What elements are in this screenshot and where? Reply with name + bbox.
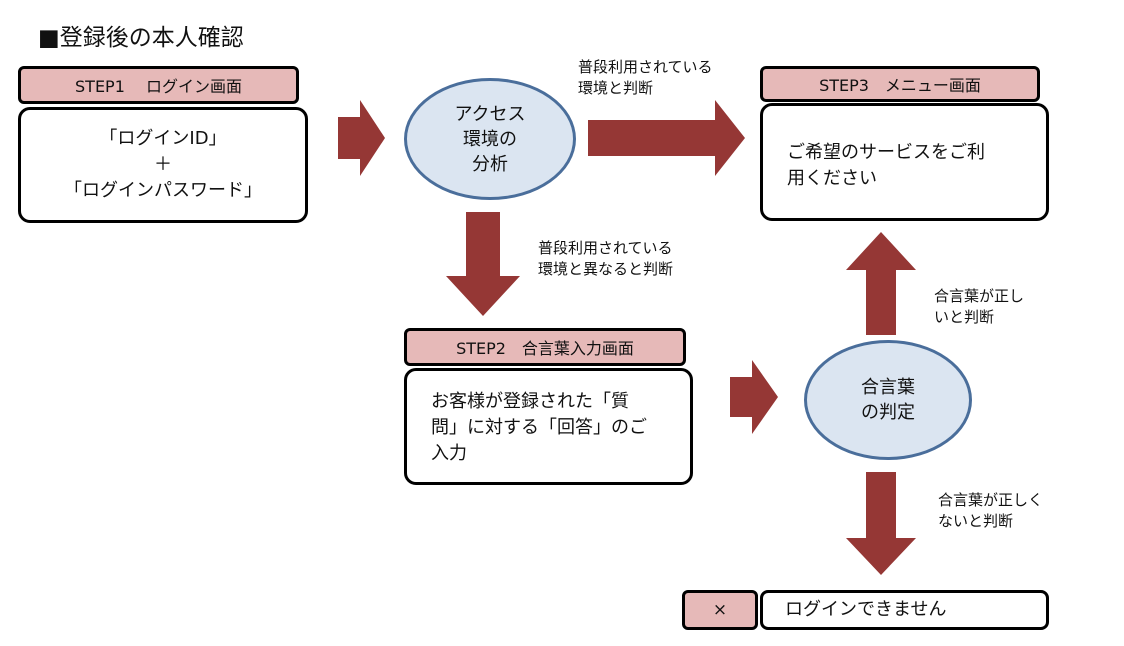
step2-header: STEP2 合言葉入力画面 (404, 328, 686, 366)
note-correct-line-1: 合言葉が正し (934, 287, 1025, 305)
judge-line-1: 合言葉 (861, 377, 915, 398)
step2-line-1: お客様が登録された「質 (431, 391, 629, 412)
step3-header: STEP3 メニュー画面 (760, 66, 1040, 102)
note-incorrect-line-1: 合言葉が正しく (938, 491, 1044, 509)
step1-box: 「ログインID」 ＋ 「ログインパスワード」 (18, 107, 308, 223)
step2-box: お客様が登録された「質 問」に対する「回答」のご 入力 (404, 368, 693, 485)
judge-line-2: の判定 (861, 402, 915, 423)
analysis-line-3: 分析 (472, 153, 508, 175)
note-correct: 合言葉が正し いと判断 (934, 286, 1024, 328)
arrow-step2-to-judge (730, 360, 778, 434)
fail-message-box: ログインできません (760, 590, 1049, 630)
note-incorrect: 合言葉が正しく ないと判断 (938, 490, 1043, 532)
arrow-judge-to-step3 (846, 232, 916, 335)
note-unusual-line-2: 環境と異なると判断 (538, 260, 674, 278)
note-usual-environment: 普段利用されている 環境と判断 (578, 57, 713, 99)
step3-box: ご希望のサービスをご利 用ください (760, 103, 1049, 221)
step1-line-2: ＋ (154, 154, 172, 175)
arrow-analysis-to-step3 (588, 100, 745, 176)
fail-message: ログインできません (785, 599, 947, 620)
page-title: ■登録後の本人確認 (38, 25, 244, 51)
arrow-step1-to-analysis (338, 100, 385, 176)
analysis-ellipse: アクセス 環境の 分析 (404, 78, 576, 200)
fail-mark: × (682, 590, 758, 630)
step3-line-1: ご希望のサービスをご利 (787, 142, 985, 163)
note-usual-line-1: 普段利用されている (578, 58, 713, 76)
step3-line-2: 用ください (787, 168, 877, 189)
note-unusual-environment: 普段利用されている 環境と異なると判断 (538, 238, 673, 280)
note-correct-line-2: いと判断 (934, 308, 995, 326)
note-unusual-line-1: 普段利用されている (538, 239, 673, 257)
step2-line-3: 入力 (431, 443, 467, 464)
analysis-line-1: アクセス (454, 103, 526, 125)
analysis-line-2: 環境の (463, 128, 517, 150)
note-incorrect-line-2: ないと判断 (938, 512, 1014, 530)
judge-ellipse: 合言葉 の判定 (804, 340, 972, 460)
step1-line-3: 「ログインパスワード」 (64, 180, 262, 201)
step1-line-1: 「ログインID」 (99, 128, 227, 149)
arrow-judge-to-fail (846, 472, 916, 575)
note-usual-line-2: 環境と判断 (578, 79, 654, 97)
step2-line-2: 問」に対する「回答」のご (431, 417, 647, 438)
arrow-analysis-to-step2 (446, 212, 520, 316)
step1-header: STEP1 ログイン画面 (18, 66, 299, 104)
